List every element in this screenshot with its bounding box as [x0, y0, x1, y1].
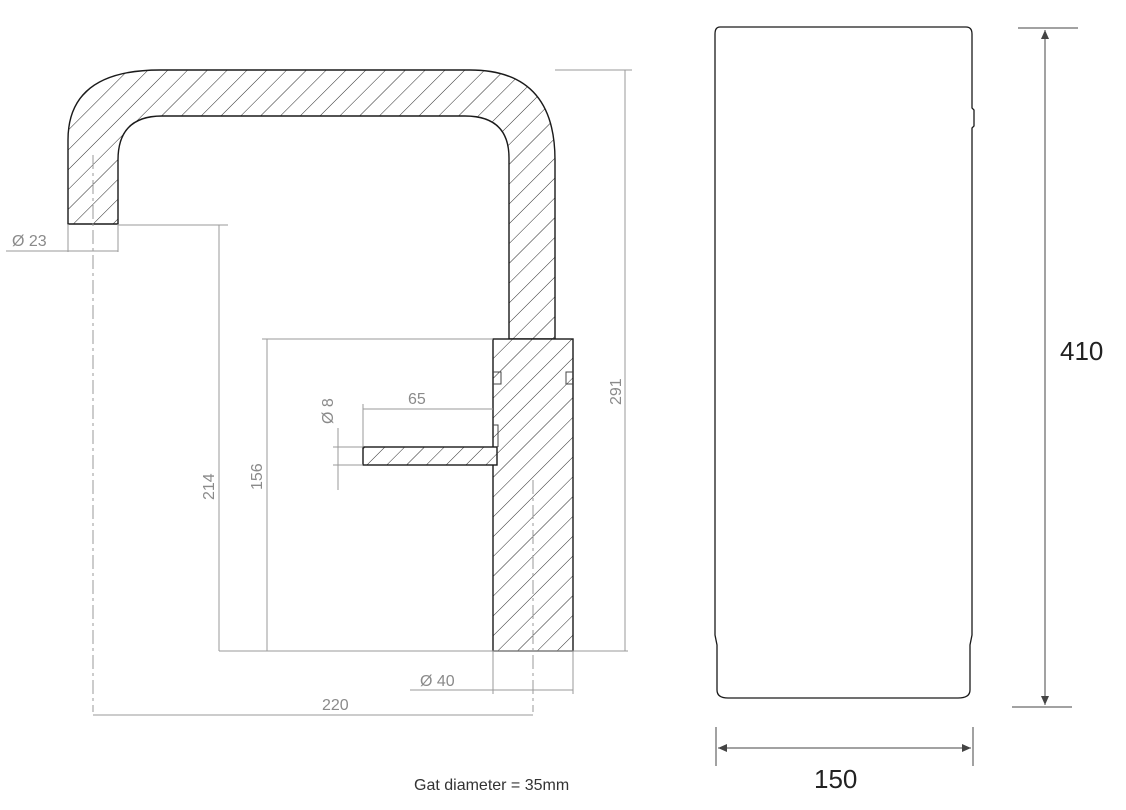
- hole-diameter-note: Gat diameter = 35mm: [414, 777, 569, 794]
- dim-tank-height: 410: [1012, 27, 1103, 708]
- body-diameter-label: Ø 40: [420, 673, 455, 690]
- dim-spout-diameter: Ø 23: [6, 224, 119, 252]
- spout-height-label: 214: [201, 473, 218, 500]
- handle-length-label: 65: [408, 391, 426, 408]
- handle-diameter-label: Ø 8: [320, 398, 337, 424]
- faucet-handle: [362, 446, 498, 466]
- body-notch-left: [493, 371, 502, 385]
- body-notch-right: [565, 371, 573, 385]
- dim-tank-width: 150: [715, 727, 974, 794]
- reach-label: 220: [322, 697, 349, 714]
- total-height-label: 291: [608, 378, 625, 405]
- dim-handle-height: 156: [249, 338, 493, 651]
- faucet-spout: [67, 69, 556, 340]
- tank-width-label: 150: [814, 764, 857, 794]
- dim-handle-length: 65: [362, 391, 493, 447]
- tank-outline: [714, 26, 975, 699]
- faucet-body: [492, 338, 574, 652]
- boiler-tank: [714, 26, 975, 699]
- handle-height-label: 156: [249, 463, 266, 490]
- spout-diameter-label: Ø 23: [12, 233, 47, 250]
- dim-body-diameter: Ø 40: [410, 651, 574, 694]
- dim-spout-height: 214: [118, 224, 228, 651]
- handle-notch: [493, 424, 499, 447]
- faucet-section: [67, 69, 574, 652]
- dim-total-height: 291: [555, 69, 632, 651]
- dim-handle-diameter: Ø 8: [320, 398, 363, 490]
- dim-reach: 220: [93, 697, 533, 716]
- tank-height-label: 410: [1060, 336, 1103, 366]
